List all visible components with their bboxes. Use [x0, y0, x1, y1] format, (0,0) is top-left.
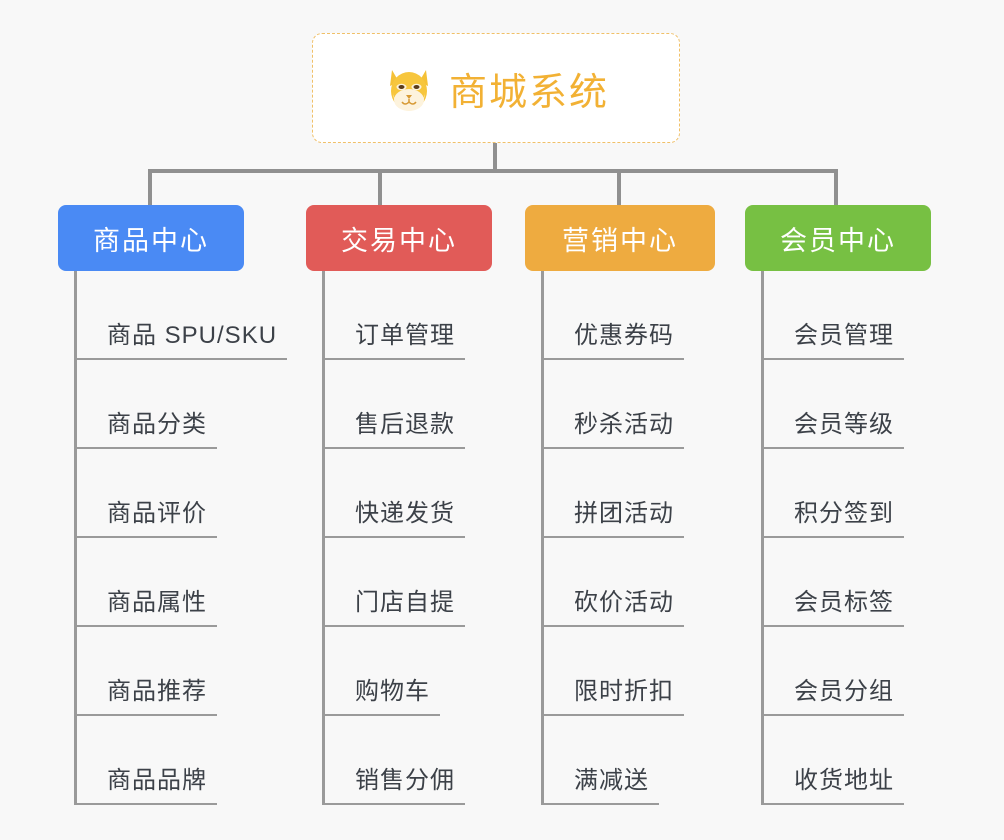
leaf-label: 会员管理 — [794, 322, 894, 349]
leaf-label: 商品 SPU/SKU — [107, 322, 278, 349]
leaf-list-marketing-center: 优惠券码 秒杀活动 拼团活动 砍价活动 限时折扣 满减送 — [541, 271, 745, 805]
list-item[interactable]: 会员分组 — [761, 627, 965, 716]
branch-spine — [761, 271, 764, 805]
branch-spine — [74, 271, 77, 805]
list-item[interactable]: 优惠券码 — [541, 271, 745, 360]
list-item[interactable]: 积分签到 — [761, 449, 965, 538]
category-header-product-center[interactable]: 商品中心 — [58, 205, 244, 271]
leaf-label: 会员等级 — [794, 411, 894, 438]
category-header-marketing-center[interactable]: 营销中心 — [525, 205, 715, 271]
leaf-label: 订单管理 — [355, 322, 455, 349]
list-item[interactable]: 商品分类 — [74, 360, 278, 449]
connector-root-stem — [493, 143, 497, 171]
leaf-label: 商品属性 — [107, 589, 207, 616]
root-node[interactable]: 商城系统 — [312, 33, 680, 143]
leaf-label: 秒杀活动 — [574, 411, 674, 438]
connector-drop-1 — [148, 169, 152, 205]
branch-trade-center: 交易中心 订单管理 售后退款 快递发货 门店自提 购物车 销售分佣 — [306, 205, 526, 805]
category-header-trade-center[interactable]: 交易中心 — [306, 205, 492, 271]
leaf-label: 门店自提 — [355, 589, 455, 616]
connector-drop-4 — [834, 169, 838, 205]
list-item[interactable]: 秒杀活动 — [541, 360, 745, 449]
leaf-label: 商品评价 — [107, 500, 207, 527]
leaf-label: 会员标签 — [794, 589, 894, 616]
leaf-label: 商品推荐 — [107, 678, 207, 705]
list-item[interactable]: 会员标签 — [761, 538, 965, 627]
list-item[interactable]: 销售分佣 — [322, 716, 526, 805]
branch-spine — [541, 271, 544, 805]
branch-marketing-center: 营销中心 优惠券码 秒杀活动 拼团活动 砍价活动 限时折扣 满减送 — [525, 205, 745, 805]
leaf-label: 砍价活动 — [574, 589, 674, 616]
connector-horizontal-bus — [148, 169, 838, 173]
list-item[interactable]: 会员管理 — [761, 271, 965, 360]
branch-product-center: 商品中心 商品 SPU/SKU 商品分类 商品评价 商品属性 商品推荐 商品品牌 — [58, 205, 288, 805]
list-item[interactable]: 商品推荐 — [74, 627, 278, 716]
category-header-member-center[interactable]: 会员中心 — [745, 205, 931, 271]
leaf-label: 商品分类 — [107, 411, 207, 438]
list-item[interactable]: 砍价活动 — [541, 538, 745, 627]
leaf-label: 销售分佣 — [355, 767, 455, 794]
leaf-label: 快递发货 — [355, 500, 455, 527]
connector-drop-2 — [378, 169, 382, 205]
list-item[interactable]: 商品属性 — [74, 538, 278, 627]
list-item[interactable]: 收货地址 — [761, 716, 965, 805]
category-title: 商品中心 — [93, 225, 209, 256]
list-item[interactable]: 商品品牌 — [74, 716, 278, 805]
branch-member-center: 会员中心 会员管理 会员等级 积分签到 会员标签 会员分组 收货地址 — [745, 205, 965, 805]
root-title: 商城系统 — [448, 71, 609, 114]
list-item[interactable]: 商品 SPU/SKU — [74, 271, 288, 360]
list-item[interactable]: 购物车 — [322, 627, 526, 716]
list-item[interactable]: 限时折扣 — [541, 627, 745, 716]
connector-drop-3 — [617, 169, 621, 205]
list-item[interactable]: 商品评价 — [74, 449, 278, 538]
shiba-dog-face-icon — [383, 62, 435, 114]
leaf-label: 收货地址 — [794, 767, 894, 794]
list-item[interactable]: 门店自提 — [322, 538, 526, 627]
list-item[interactable]: 订单管理 — [322, 271, 526, 360]
category-title: 会员中心 — [780, 225, 896, 256]
leaf-label: 拼团活动 — [574, 500, 674, 527]
list-item[interactable]: 快递发货 — [322, 449, 526, 538]
leaf-label: 积分签到 — [794, 500, 894, 527]
branch-spine — [322, 271, 325, 805]
list-item[interactable]: 售后退款 — [322, 360, 526, 449]
leaf-label: 限时折扣 — [574, 678, 674, 705]
list-item[interactable]: 满减送 — [541, 716, 745, 805]
leaf-list-trade-center: 订单管理 售后退款 快递发货 门店自提 购物车 销售分佣 — [322, 271, 526, 805]
leaf-label: 商品品牌 — [107, 767, 207, 794]
leaf-label: 优惠券码 — [574, 322, 674, 349]
list-item[interactable]: 拼团活动 — [541, 449, 745, 538]
category-title: 交易中心 — [341, 225, 457, 256]
list-item[interactable]: 会员等级 — [761, 360, 965, 449]
leaf-list-member-center: 会员管理 会员等级 积分签到 会员标签 会员分组 收货地址 — [761, 271, 965, 805]
leaf-label: 会员分组 — [794, 678, 894, 705]
leaf-label: 满减送 — [574, 767, 649, 794]
leaf-list-product-center: 商品 SPU/SKU 商品分类 商品评价 商品属性 商品推荐 商品品牌 — [74, 271, 288, 805]
leaf-label: 售后退款 — [355, 411, 455, 438]
category-title: 营销中心 — [562, 225, 678, 256]
leaf-label: 购物车 — [355, 678, 430, 705]
